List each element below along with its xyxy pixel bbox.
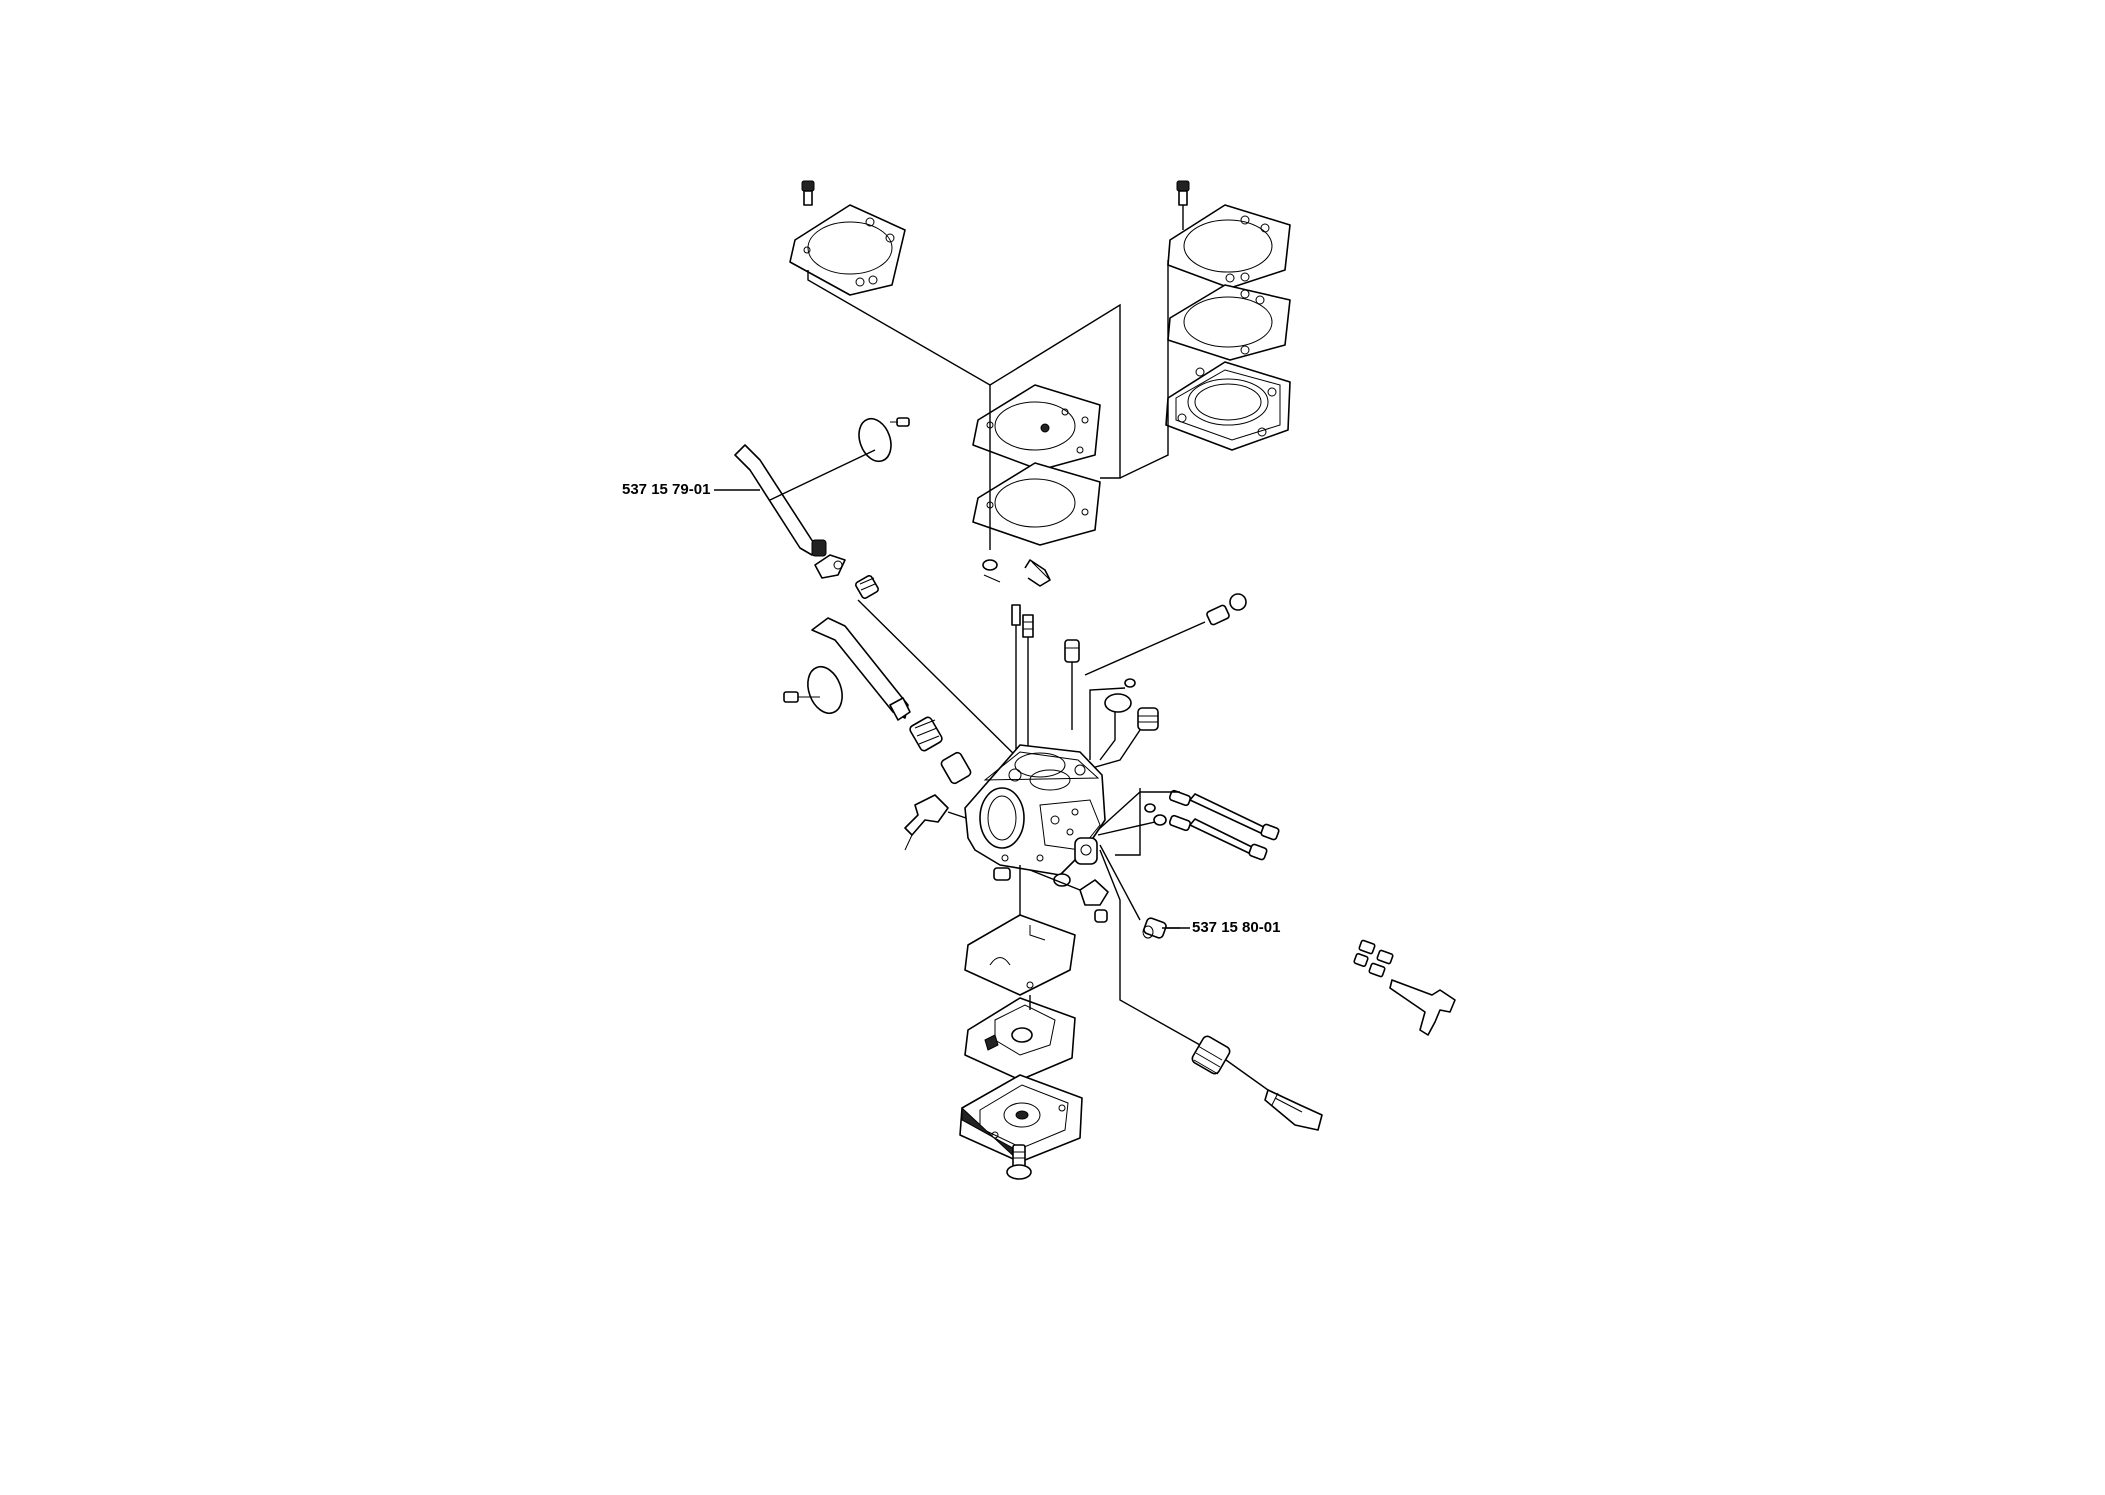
adjustment-screw — [1264, 1089, 1323, 1131]
pump-cover-gasket-2 — [1167, 284, 1291, 361]
swivel-fitting — [1079, 879, 1109, 906]
bottom-screw — [1006, 1144, 1032, 1180]
top-left-pump-cover — [789, 204, 906, 296]
lever-arm-part — [1389, 979, 1456, 1036]
fitting-nipple — [1142, 917, 1167, 939]
part-label-537-15-79-01: 537 15 79-01 — [622, 481, 711, 498]
welch-plug-2 — [1104, 693, 1132, 713]
choke-valve-disc — [783, 665, 843, 715]
pump-gasket — [972, 462, 1101, 546]
carburetor-body — [964, 744, 1106, 876]
choke-shaft — [811, 617, 911, 721]
check-valve — [1137, 707, 1159, 731]
adjustment-spring — [1191, 1035, 1231, 1075]
pump-body — [1165, 361, 1291, 451]
accelerator-pump-spring — [1084, 593, 1247, 676]
swivel-screw — [1094, 909, 1108, 923]
small-screw — [1124, 678, 1136, 688]
top-left-screw — [801, 180, 815, 206]
choke-spring — [909, 716, 943, 752]
lever-screw — [982, 559, 1001, 583]
throttle-valve-disc — [858, 417, 910, 463]
low-speed-needle — [1168, 814, 1268, 861]
throttle-spring — [855, 575, 879, 599]
welch-plug-1 — [1064, 639, 1080, 730]
inlet-needle — [1011, 604, 1021, 760]
adjuster-caps — [1353, 939, 1394, 978]
part-label-537-15-80-01: 537 15 80-01 — [1192, 919, 1281, 936]
top-right-screw — [1176, 180, 1190, 206]
pump-diaphragm — [972, 384, 1101, 471]
mixture-washers — [1144, 803, 1167, 826]
metering-cover — [959, 1074, 1083, 1164]
inlet-lever — [1024, 559, 1051, 587]
fuel-inlet-fitting — [904, 794, 949, 851]
bushing — [940, 751, 972, 785]
pump-cover-gasket-1 — [1167, 204, 1291, 289]
metering-diaphragm — [964, 914, 1076, 996]
throttle-shaft — [734, 444, 846, 579]
lever-spring — [1022, 614, 1034, 760]
idle-screw-small — [993, 867, 1011, 881]
metering-gasket — [964, 997, 1076, 1081]
high-speed-needle — [1168, 789, 1280, 841]
